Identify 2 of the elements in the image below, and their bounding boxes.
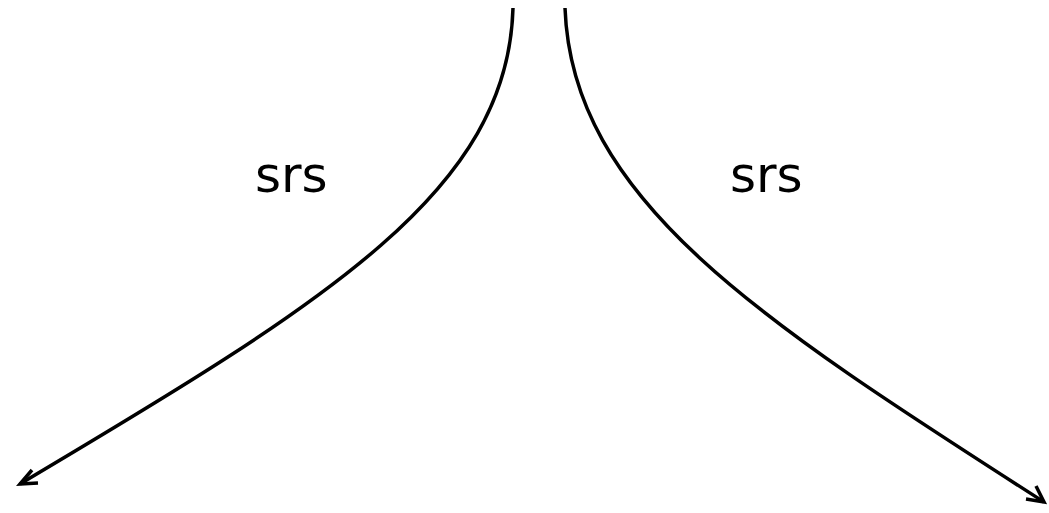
arrow-label: srs bbox=[255, 150, 328, 200]
arrow-label: srs bbox=[730, 150, 803, 200]
